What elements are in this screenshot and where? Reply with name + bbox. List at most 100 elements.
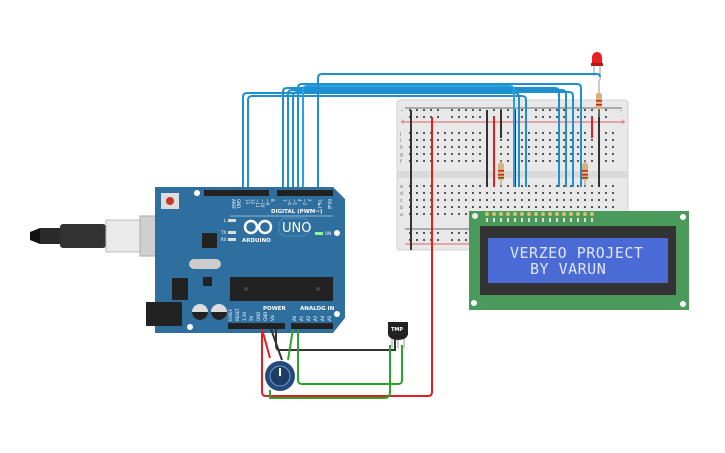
breadboard-hole[interactable] bbox=[514, 199, 516, 201]
breadboard-hole[interactable] bbox=[507, 153, 509, 155]
breadboard-hole[interactable] bbox=[500, 139, 502, 141]
breadboard-hole[interactable] bbox=[584, 192, 586, 194]
breadboard-hole[interactable] bbox=[591, 139, 593, 141]
breadboard-hole[interactable] bbox=[521, 185, 523, 187]
breadboard-hole[interactable] bbox=[416, 146, 418, 148]
breadboard-hole[interactable] bbox=[535, 109, 537, 111]
breadboard-hole[interactable] bbox=[521, 199, 523, 201]
breadboard-hole[interactable] bbox=[451, 109, 453, 111]
breadboard-hole[interactable] bbox=[472, 139, 474, 141]
breadboard-hole[interactable] bbox=[437, 160, 439, 162]
breadboard-hole[interactable] bbox=[458, 132, 460, 134]
breadboard-hole[interactable] bbox=[493, 109, 495, 111]
breadboard-hole[interactable] bbox=[570, 160, 572, 162]
breadboard-hole[interactable] bbox=[423, 213, 425, 215]
breadboard-hole[interactable] bbox=[605, 160, 607, 162]
breadboard-hole[interactable] bbox=[416, 139, 418, 141]
breadboard-hole[interactable] bbox=[465, 146, 467, 148]
breadboard-hole[interactable] bbox=[458, 160, 460, 162]
breadboard-hole[interactable] bbox=[521, 146, 523, 148]
breadboard-hole[interactable] bbox=[423, 232, 425, 234]
breadboard-hole[interactable] bbox=[514, 206, 516, 208]
breadboard-hole[interactable] bbox=[507, 160, 509, 162]
breadboard-hole[interactable] bbox=[451, 153, 453, 155]
breadboard-hole[interactable] bbox=[605, 199, 607, 201]
breadboard-hole[interactable] bbox=[458, 232, 460, 234]
breadboard-hole[interactable] bbox=[465, 199, 467, 201]
breadboard-hole[interactable] bbox=[479, 199, 481, 201]
breadboard-hole[interactable] bbox=[423, 199, 425, 201]
breadboard-hole[interactable] bbox=[507, 185, 509, 187]
breadboard-hole[interactable] bbox=[528, 160, 530, 162]
breadboard-hole[interactable] bbox=[535, 199, 537, 201]
breadboard-hole[interactable] bbox=[584, 146, 586, 148]
breadboard-hole[interactable] bbox=[598, 206, 600, 208]
breadboard-hole[interactable] bbox=[563, 192, 565, 194]
breadboard-hole[interactable] bbox=[458, 185, 460, 187]
breadboard-hole[interactable] bbox=[423, 206, 425, 208]
breadboard-hole[interactable] bbox=[479, 116, 481, 118]
breadboard-hole[interactable] bbox=[437, 139, 439, 141]
breadboard-hole[interactable] bbox=[500, 199, 502, 201]
breadboard-hole[interactable] bbox=[507, 109, 509, 111]
breadboard-hole[interactable] bbox=[521, 109, 523, 111]
breadboard-hole[interactable] bbox=[507, 116, 509, 118]
breadboard-hole[interactable] bbox=[451, 132, 453, 134]
red-led[interactable] bbox=[591, 52, 603, 80]
breadboard-hole[interactable] bbox=[591, 160, 593, 162]
breadboard-hole[interactable] bbox=[451, 146, 453, 148]
breadboard-hole[interactable] bbox=[479, 153, 481, 155]
breadboard-hole[interactable] bbox=[465, 213, 467, 215]
breadboard-hole[interactable] bbox=[542, 116, 544, 118]
breadboard-hole[interactable] bbox=[556, 109, 558, 111]
breadboard-hole[interactable] bbox=[591, 206, 593, 208]
breadboard-hole[interactable] bbox=[605, 109, 607, 111]
breadboard-hole[interactable] bbox=[423, 116, 425, 118]
breadboard-hole[interactable] bbox=[472, 199, 474, 201]
breadboard-hole[interactable] bbox=[437, 192, 439, 194]
breadboard-hole[interactable] bbox=[577, 116, 579, 118]
breadboard-hole[interactable] bbox=[465, 132, 467, 134]
breadboard-hole[interactable] bbox=[416, 132, 418, 134]
breadboard-hole[interactable] bbox=[535, 206, 537, 208]
breadboard-hole[interactable] bbox=[444, 153, 446, 155]
breadboard-hole[interactable] bbox=[507, 132, 509, 134]
sensor-wires[interactable] bbox=[261, 250, 433, 399]
breadboard-hole[interactable] bbox=[465, 109, 467, 111]
breadboard-hole[interactable] bbox=[591, 199, 593, 201]
temperature-sensor[interactable]: TMP bbox=[388, 322, 408, 348]
breadboard-hole[interactable] bbox=[542, 199, 544, 201]
breadboard-hole[interactable] bbox=[423, 153, 425, 155]
breadboard-hole[interactable] bbox=[577, 146, 579, 148]
breadboard-hole[interactable] bbox=[416, 160, 418, 162]
breadboard-hole[interactable] bbox=[549, 192, 551, 194]
breadboard-hole[interactable] bbox=[570, 139, 572, 141]
breadboard-hole[interactable] bbox=[451, 185, 453, 187]
breadboard-hole[interactable] bbox=[479, 146, 481, 148]
lcd-pin[interactable] bbox=[499, 212, 503, 216]
breadboard-hole[interactable] bbox=[437, 109, 439, 111]
resistor[interactable] bbox=[582, 160, 588, 187]
power-header[interactable] bbox=[228, 323, 285, 329]
breadboard-hole[interactable] bbox=[528, 146, 530, 148]
breadboard-hole[interactable] bbox=[521, 192, 523, 194]
breadboard-hole[interactable] bbox=[605, 206, 607, 208]
breadboard-hole[interactable] bbox=[472, 132, 474, 134]
breadboard-hole[interactable] bbox=[591, 192, 593, 194]
breadboard-hole[interactable] bbox=[437, 213, 439, 215]
breadboard-hole[interactable] bbox=[528, 199, 530, 201]
breadboard-hole[interactable] bbox=[535, 153, 537, 155]
breadboard-hole[interactable] bbox=[437, 185, 439, 187]
breadboard-hole[interactable] bbox=[507, 206, 509, 208]
breadboard-hole[interactable] bbox=[612, 132, 614, 134]
breadboard-hole[interactable] bbox=[451, 199, 453, 201]
breadboard-hole[interactable] bbox=[577, 132, 579, 134]
breadboard-hole[interactable] bbox=[437, 146, 439, 148]
breadboard-hole[interactable] bbox=[563, 199, 565, 201]
breadboard-hole[interactable] bbox=[458, 206, 460, 208]
breadboard-hole[interactable] bbox=[556, 153, 558, 155]
breadboard-hole[interactable] bbox=[591, 146, 593, 148]
breadboard-hole[interactable] bbox=[584, 132, 586, 134]
breadboard-hole[interactable] bbox=[416, 232, 418, 234]
breadboard-hole[interactable] bbox=[458, 116, 460, 118]
